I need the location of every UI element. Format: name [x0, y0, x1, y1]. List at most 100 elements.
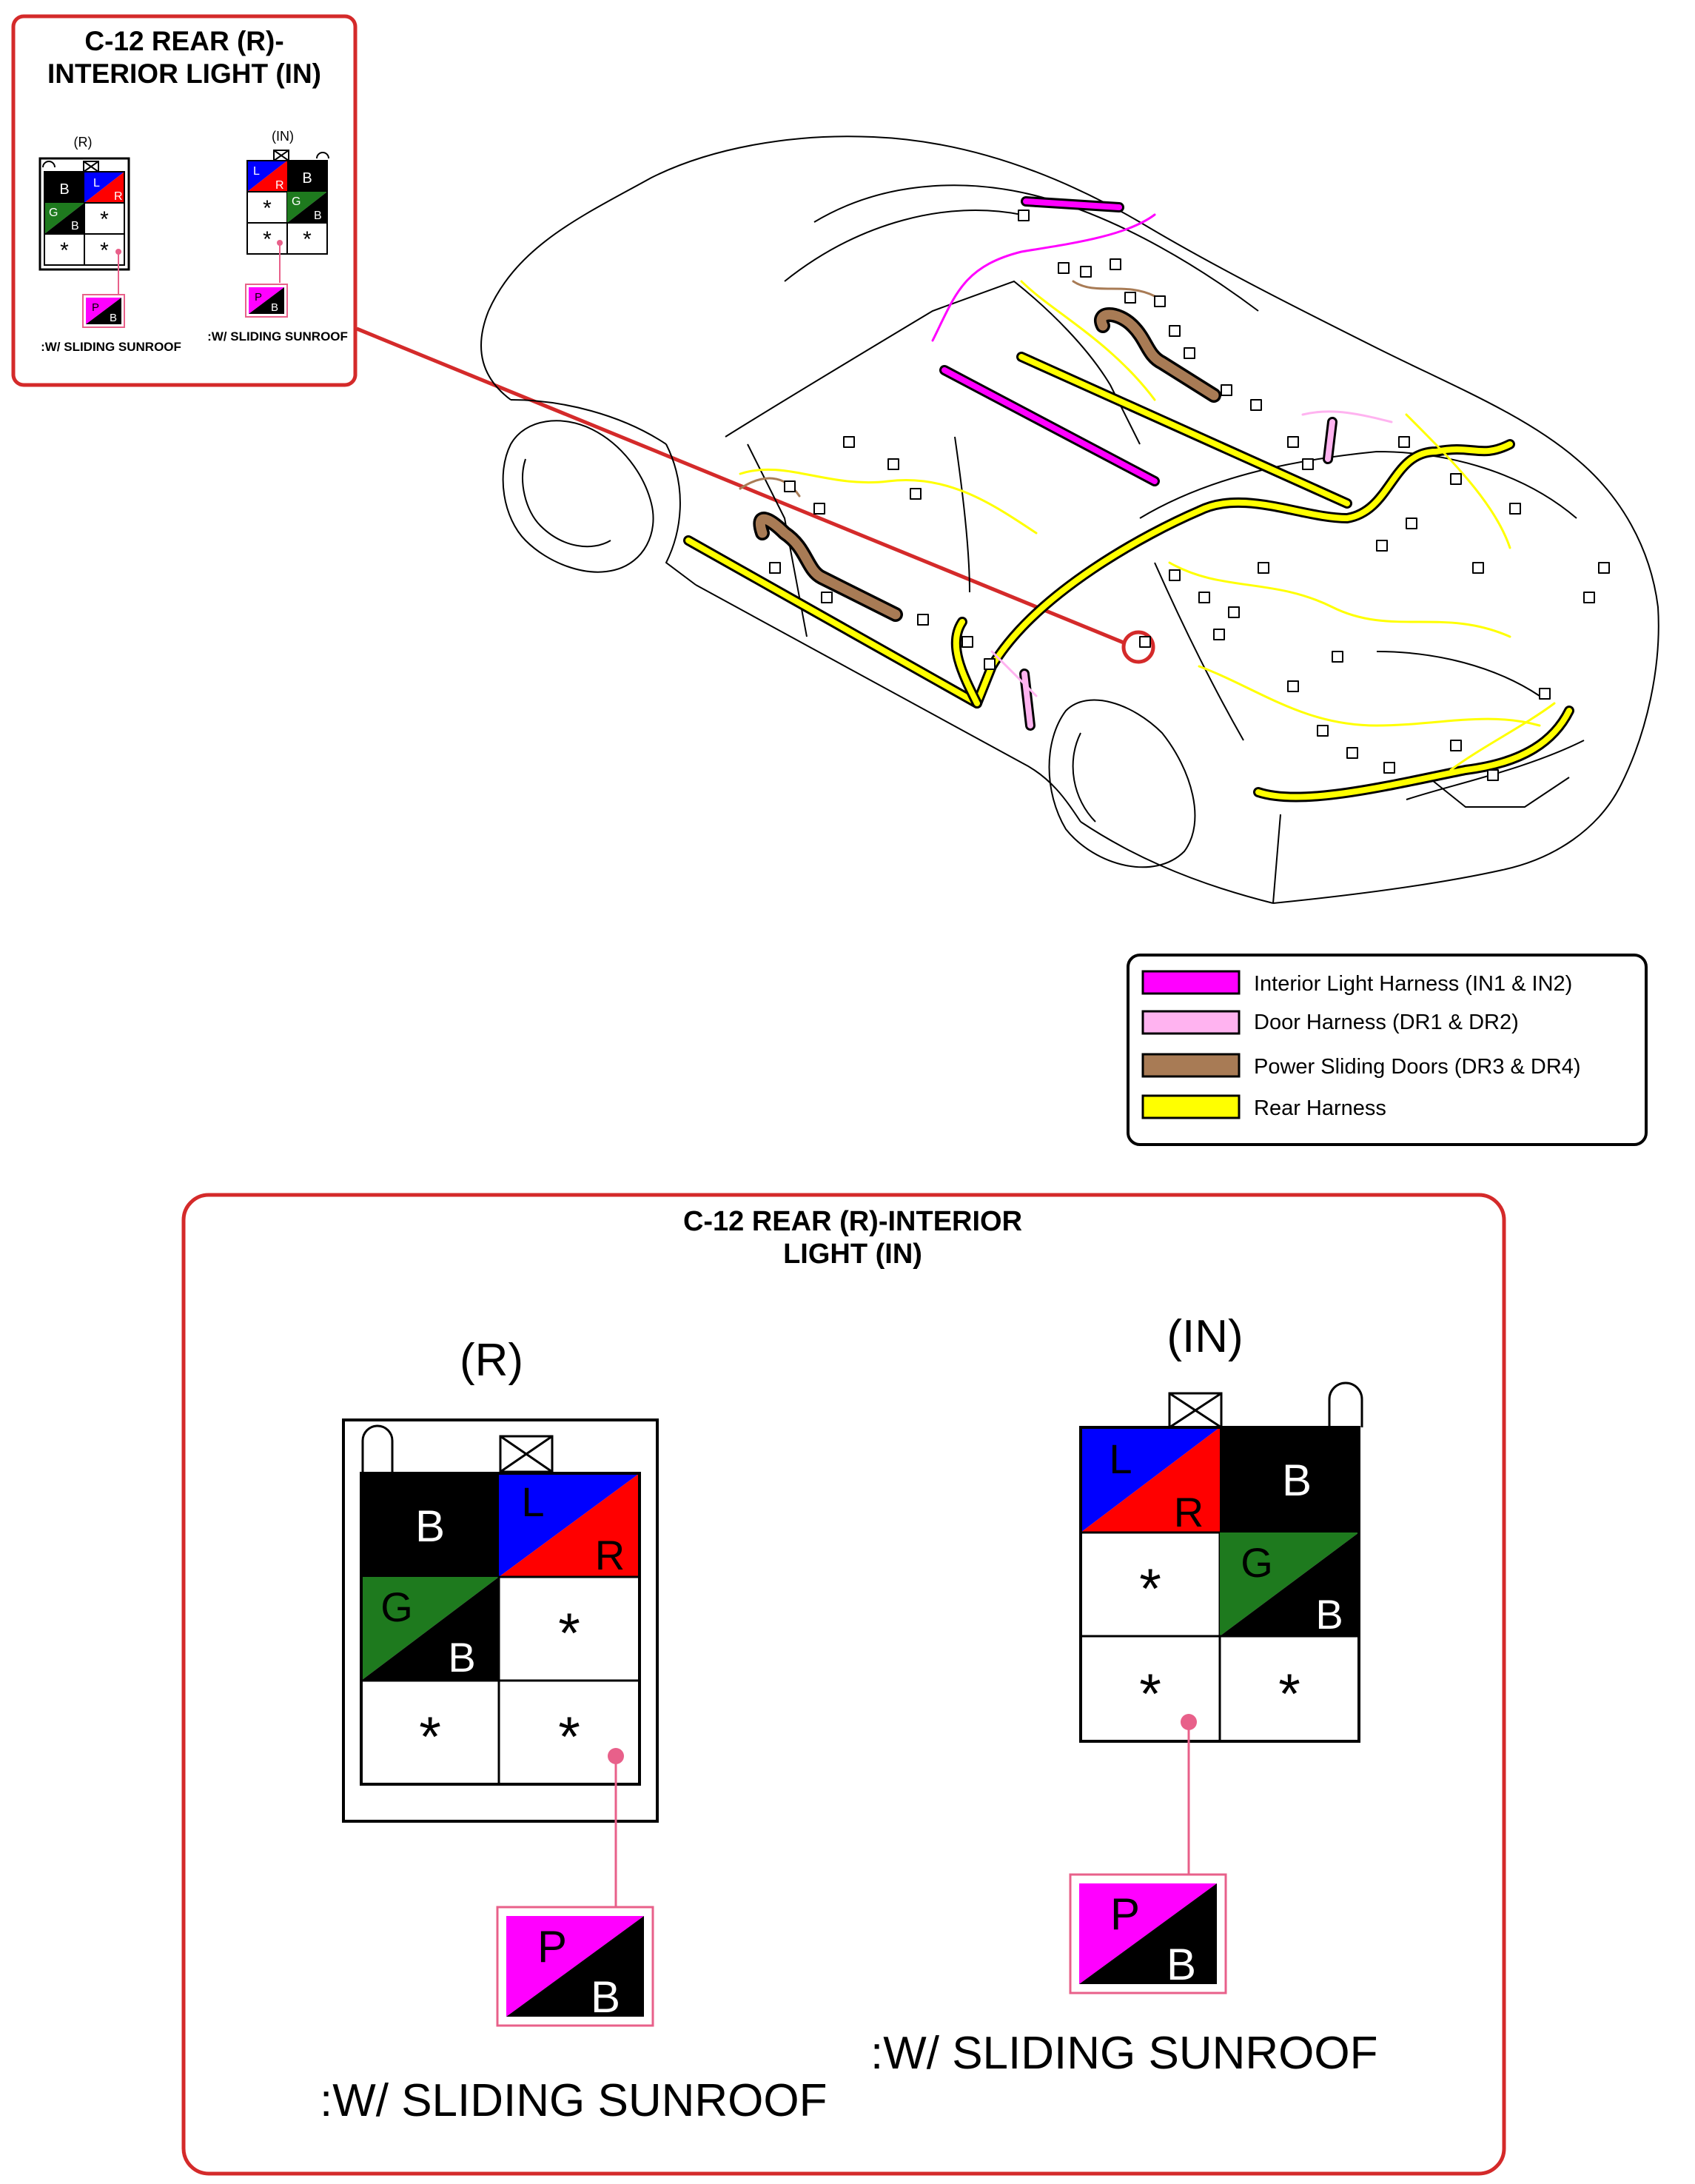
legend-frame: [1127, 954, 1648, 1146]
svg-text:R: R: [1174, 1489, 1204, 1535]
svg-text:*: *: [100, 238, 109, 263]
small-callout: C-12 REAR (R)- INTERIOR LIGHT (IN) (R) B…: [11, 14, 358, 387]
svg-text:G: G: [49, 207, 58, 219]
svg-text:B: B: [591, 1972, 620, 2022]
r-pin-empty: *: [360, 1679, 500, 1786]
r-pin-b: B: [361, 1473, 499, 1577]
legend-swatch: [1141, 1094, 1241, 1119]
detail-connector-r: (R) B L R G: [320, 1335, 827, 2126]
in-pin-b: B: [1220, 1427, 1359, 1533]
in-sunroof-note: :W/ SLIDING SUNROOF: [870, 2028, 1377, 2079]
detail-connector-in: (IN) L R B *: [870, 1311, 1377, 2079]
in-connector-label: (IN): [1167, 1311, 1243, 1362]
svg-text:*: *: [60, 238, 69, 263]
vehicle-outline: [480, 135, 1659, 904]
small-connector-r: (R) B L R G B * * *: [38, 135, 181, 354]
in-option-wire: P B: [1069, 1873, 1227, 1994]
detail-callout: C-12 REAR (R)-INTERIOR LIGHT (IN) (R) B …: [181, 1193, 1506, 2176]
svg-text:B: B: [1167, 1940, 1196, 1989]
legend-swatch: [1141, 970, 1241, 995]
svg-text:P: P: [255, 291, 262, 304]
svg-text:R: R: [275, 179, 284, 192]
svg-text:G: G: [1241, 1539, 1273, 1586]
r-connector-label: (R): [460, 1335, 523, 1386]
svg-text:B: B: [271, 301, 278, 314]
svg-text:R: R: [114, 190, 123, 203]
svg-text:L: L: [521, 1478, 544, 1525]
in-pin-empty: *: [1079, 1531, 1221, 1638]
in-pin-empty: *: [1218, 1635, 1360, 1743]
svg-text:B: B: [1282, 1456, 1312, 1505]
legend-item: Door Harness (DR1 & DR2): [1141, 1010, 1519, 1035]
legend-label: Power Sliding Doors (DR3 & DR4): [1254, 1055, 1581, 1079]
svg-text:*: *: [1278, 1663, 1300, 1726]
svg-text:G: G: [380, 1584, 413, 1630]
svg-text:B: B: [302, 170, 312, 187]
svg-text:L: L: [253, 165, 260, 178]
legend-label: Rear Harness: [1254, 1096, 1386, 1120]
legend-label: Interior Light Harness (IN1 & IN2): [1254, 972, 1572, 996]
svg-text:*: *: [558, 1602, 580, 1665]
svg-text:*: *: [100, 207, 109, 232]
svg-text:B: B: [59, 181, 69, 198]
r-pin-l-r: L R: [499, 1473, 640, 1578]
small-in-label: (IN): [272, 129, 294, 144]
detail-title-line2: LIGHT (IN): [783, 1239, 922, 1270]
in-pin-g-b: G B: [1220, 1533, 1359, 1638]
small-in-note: :W/ SLIDING SUNROOF: [207, 329, 348, 344]
r-option-wire: P B: [496, 1906, 654, 2027]
legend-item: Power Sliding Doors (DR3 & DR4): [1141, 1053, 1581, 1079]
rear-harness: [683, 280, 1574, 803]
svg-text:*: *: [263, 196, 272, 221]
r-pin-g-b: G B: [361, 1577, 499, 1681]
svg-text:B: B: [314, 210, 322, 222]
connectors: [769, 210, 1610, 781]
small-r-label: (R): [74, 135, 93, 150]
r-lock-tab-icon: [361, 1424, 394, 1473]
in-pin-l-r: L R: [1081, 1427, 1220, 1535]
small-callout-title-line2: INTERIOR LIGHT (IN): [47, 58, 321, 89]
small-r-note: :W/ SLIDING SUNROOF: [41, 340, 181, 354]
in-pin-empty: *: [1079, 1635, 1221, 1743]
small-callout-title-line1: C-12 REAR (R)-: [84, 26, 283, 56]
svg-text:G: G: [292, 195, 301, 208]
detail-title-line1: C-12 REAR (R)-INTERIOR: [683, 1206, 1022, 1237]
in-polarity-key-icon: [1168, 1392, 1223, 1429]
power-sliding-door-harness: [739, 280, 1221, 622]
svg-text:B: B: [71, 220, 79, 232]
connector-location-marker: [1121, 630, 1155, 664]
legend-swatch: [1141, 1010, 1241, 1035]
svg-text:B: B: [448, 1634, 475, 1681]
svg-text:*: *: [558, 1706, 580, 1769]
svg-text:L: L: [93, 177, 100, 190]
svg-text:B: B: [1315, 1591, 1343, 1638]
interior-light-harness: [931, 196, 1160, 486]
in-lock-tab-icon: [1328, 1381, 1363, 1427]
svg-text:*: *: [303, 227, 312, 252]
r-sunroof-note: :W/ SLIDING SUNROOF: [320, 2075, 827, 2126]
legend-label: Door Harness (DR1 & DR2): [1254, 1011, 1519, 1034]
legend-item: Interior Light Harness (IN1 & IN2): [1141, 970, 1572, 996]
svg-text:P: P: [92, 301, 99, 314]
harness-routing: [683, 196, 1610, 803]
svg-text:P: P: [1110, 1889, 1140, 1939]
legend: Interior Light Harness (IN1 & IN2) Door …: [1127, 954, 1648, 1146]
svg-text:R: R: [595, 1532, 625, 1578]
svg-text:*: *: [1139, 1558, 1161, 1621]
callout-leader-line: [356, 326, 1124, 645]
r-polarity-key-icon: [499, 1435, 554, 1473]
small-connector-in: (IN) L R B * G B * *: [207, 129, 348, 344]
door-harness: [990, 410, 1393, 731]
svg-text:B: B: [110, 312, 117, 324]
legend-item: Rear Harness: [1141, 1094, 1386, 1120]
svg-text:B: B: [415, 1501, 445, 1551]
r-pin-empty: *: [497, 1679, 641, 1786]
svg-text:L: L: [1109, 1436, 1132, 1482]
legend-swatch: [1141, 1053, 1241, 1078]
svg-text:*: *: [419, 1706, 441, 1769]
r-pin-empty: *: [497, 1575, 641, 1682]
svg-text:P: P: [537, 1922, 567, 1972]
svg-text:*: *: [263, 227, 272, 252]
svg-text:*: *: [1139, 1663, 1161, 1726]
